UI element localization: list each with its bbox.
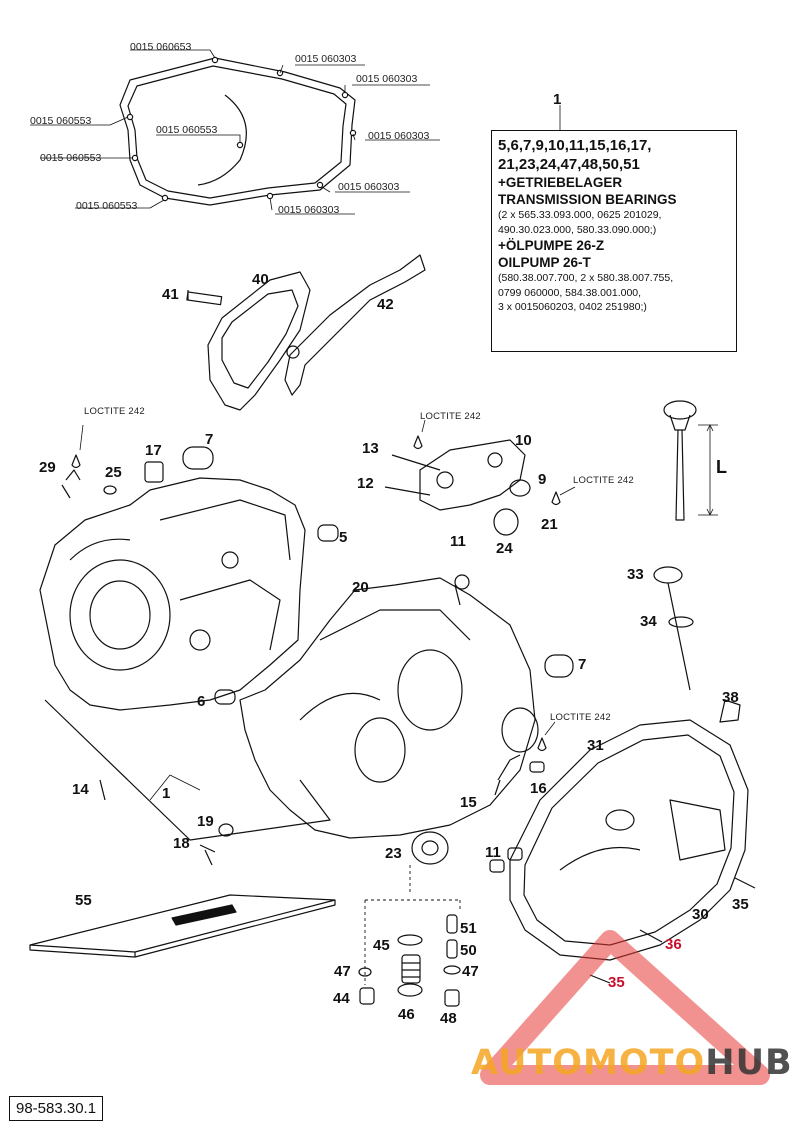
callout-1: 1 xyxy=(162,785,171,802)
loctite-label: LOCTITE 242 xyxy=(550,712,611,723)
callout-17: 17 xyxy=(145,442,162,459)
kit-items-line: 5,6,7,9,10,11,15,16,17, xyxy=(498,137,652,154)
right-crankcase xyxy=(239,574,539,839)
callout-31: 31 xyxy=(587,737,604,754)
callout-47: 47 xyxy=(334,963,351,980)
clutch-cover xyxy=(509,719,749,961)
callout-15: 15 xyxy=(460,794,477,811)
callout-13: 13 xyxy=(362,440,379,457)
drain-plug-group xyxy=(358,865,461,1007)
callout-42: 42 xyxy=(377,296,394,313)
oilpump-de: +ÖLPUMPE 26-Z xyxy=(498,238,605,253)
watermark-triangle xyxy=(480,930,770,1085)
callout-25: 25 xyxy=(105,464,122,481)
loctite-label: LOCTITE 242 xyxy=(420,411,481,422)
callout-45: 45 xyxy=(373,937,390,954)
callout-30: 30 xyxy=(692,906,709,923)
gearbox-parts-line: 490.30.023.000, 580.33.090.000;) xyxy=(498,223,657,236)
callout-10: 10 xyxy=(515,432,532,449)
callout-5: 5 xyxy=(339,529,348,546)
kit-items-line: 21,23,24,47,48,50,51 xyxy=(498,156,640,173)
callout-44: 44 xyxy=(333,990,350,1007)
document-number: 98-583.30.1 xyxy=(9,1096,104,1121)
kit-contents-box: 5,6,7,9,10,11,15,16,17, 21,23,24,47,48,5… xyxy=(491,130,737,352)
gasket-part-number: 0015 060553 xyxy=(156,124,218,136)
callout-35: 35 xyxy=(608,974,625,991)
small-hardware xyxy=(61,446,756,984)
kit-number: 1 xyxy=(553,91,562,108)
oil-dipstick xyxy=(653,400,718,691)
oil-pump-cover xyxy=(384,439,531,536)
dipstick-length-label: L xyxy=(716,457,727,477)
oil-pump-assembly xyxy=(186,254,426,411)
gasket-part-number: 0015 060303 xyxy=(338,181,400,193)
callout-21: 21 xyxy=(541,516,558,533)
callout-55: 55 xyxy=(75,892,92,909)
callout-36: 36 xyxy=(665,936,682,953)
callout-48: 48 xyxy=(440,1010,457,1027)
callout-41: 41 xyxy=(162,286,179,303)
left-crankcase xyxy=(39,477,331,841)
callout-46: 46 xyxy=(398,1006,415,1023)
callout-23: 23 xyxy=(385,845,402,862)
callout-16: 16 xyxy=(530,780,547,797)
gasket-part-number: 0015 060553 xyxy=(76,200,138,212)
gasket-part-number: 0015 060553 xyxy=(40,152,102,164)
callout-7: 7 xyxy=(578,656,587,673)
oilpump-parts-line: (580.38.007.700, 2 x 580.38.007.755, xyxy=(498,272,674,284)
callout-18: 18 xyxy=(173,835,190,852)
gasket-part-number: 0015 060553 xyxy=(30,115,92,127)
callout-14: 14 xyxy=(72,781,89,798)
callout-20: 20 xyxy=(352,579,369,596)
callout-19: 19 xyxy=(197,813,214,830)
callout-47: 47 xyxy=(462,963,479,980)
gasket-part-number: 0015 060303 xyxy=(295,53,357,65)
callout-40: 40 xyxy=(252,271,269,288)
watermark-logo: AUTOMOTOHUB xyxy=(471,1046,793,1081)
callout-9: 9 xyxy=(538,471,547,488)
callout-11: 11 xyxy=(450,533,466,550)
gearbox-bearings-de: +GETRIEBELAGER xyxy=(498,175,623,190)
loctite-label: LOCTITE 242 xyxy=(573,475,634,486)
callout-7: 7 xyxy=(205,431,214,448)
oilpump-parts-line: 3 x 0015060203, 0402 251980;) xyxy=(498,301,647,313)
gearbox-parts-line: (2 x 565.33.093.000, 0625 201029, xyxy=(498,209,662,221)
gearbox-bearings-en: TRANSMISSION BEARINGS xyxy=(498,192,677,207)
callout-33: 33 xyxy=(627,566,644,583)
loctite-drops xyxy=(71,435,561,752)
callout-6: 6 xyxy=(197,693,206,710)
callout-35: 35 xyxy=(732,896,749,913)
gasket-part-number: 0015 060303 xyxy=(356,73,418,85)
oilpump-en: OILPUMP 26-T xyxy=(498,255,591,270)
gasket-part-number: 0015 060303 xyxy=(278,204,340,216)
loctite-label: LOCTITE 242 xyxy=(84,406,145,417)
watermark-part1: AUTOMOTO xyxy=(471,1043,706,1083)
callout-34: 34 xyxy=(640,613,657,630)
callout-50: 50 xyxy=(460,942,477,959)
callout-29: 29 xyxy=(39,459,56,476)
gasket-part-number: 0015 060303 xyxy=(368,130,430,142)
watermark-part2: HUB xyxy=(705,1043,793,1083)
oilpump-parts-line: 0799 060000, 584.38.001.000, xyxy=(498,286,642,299)
callout-38: 38 xyxy=(722,689,739,706)
callout-51: 51 xyxy=(460,920,477,937)
callout-24: 24 xyxy=(496,540,513,557)
callout-11: 11 xyxy=(485,844,501,861)
gasket-part-number: 0015 060653 xyxy=(130,41,192,53)
service-manual xyxy=(29,894,336,958)
callout-12: 12 xyxy=(357,475,374,492)
